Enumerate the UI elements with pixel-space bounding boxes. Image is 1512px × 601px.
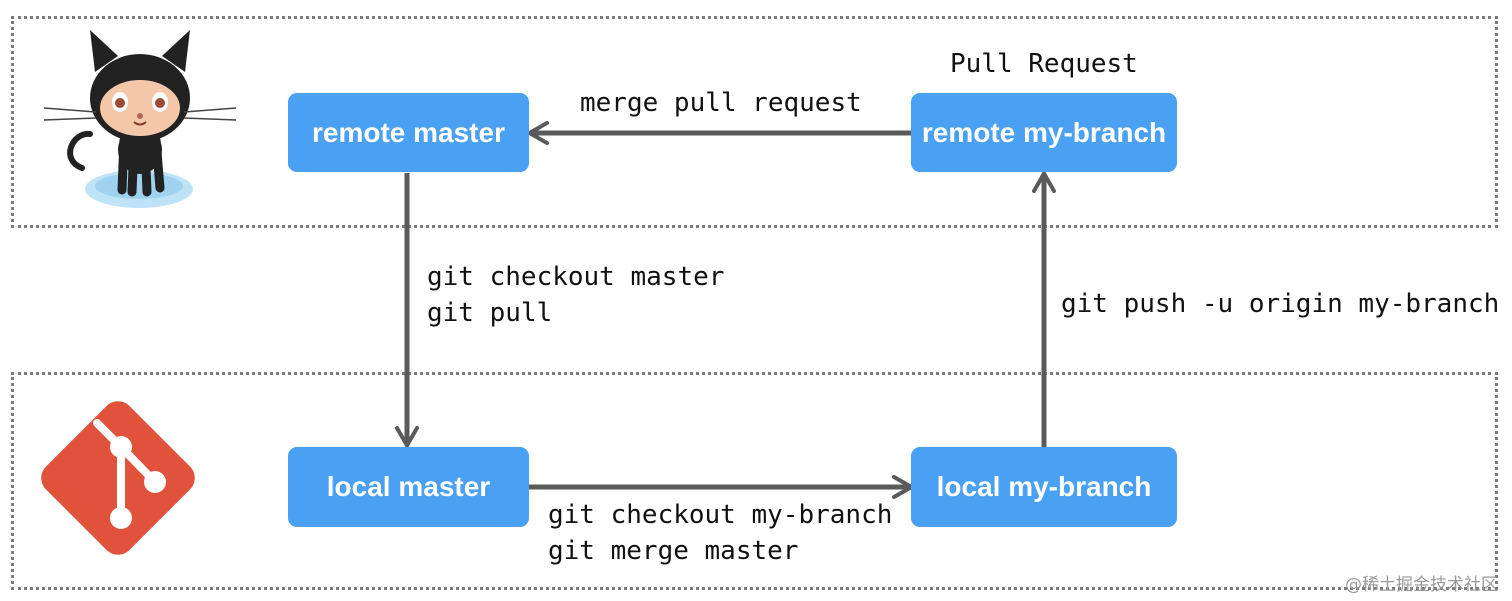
git-merge-master-label: git merge master [548, 536, 799, 566]
git-checkout-master-label: git checkout master [427, 262, 725, 292]
remote-zone [11, 16, 1498, 228]
local-zone [11, 372, 1498, 590]
pull-request-title: Pull Request [950, 49, 1138, 79]
git-pull-label: git pull [427, 298, 553, 328]
git-push-label: git push -u origin my-branch [1061, 289, 1500, 319]
git-logo-icon [41, 401, 195, 555]
local-my-branch-node: local my-branch [911, 447, 1177, 527]
git-checkout-my-branch-label: git checkout my-branch [548, 500, 893, 530]
watermark: @稀土掘金技术社区 [1345, 575, 1498, 595]
github-octocat-icon [43, 30, 237, 208]
remote-master-node: remote master [288, 93, 529, 172]
merge-pull-request-label: merge pull request [580, 88, 862, 118]
remote-my-branch-node: remote my-branch [911, 93, 1177, 172]
local-master-node: local master [288, 447, 529, 527]
